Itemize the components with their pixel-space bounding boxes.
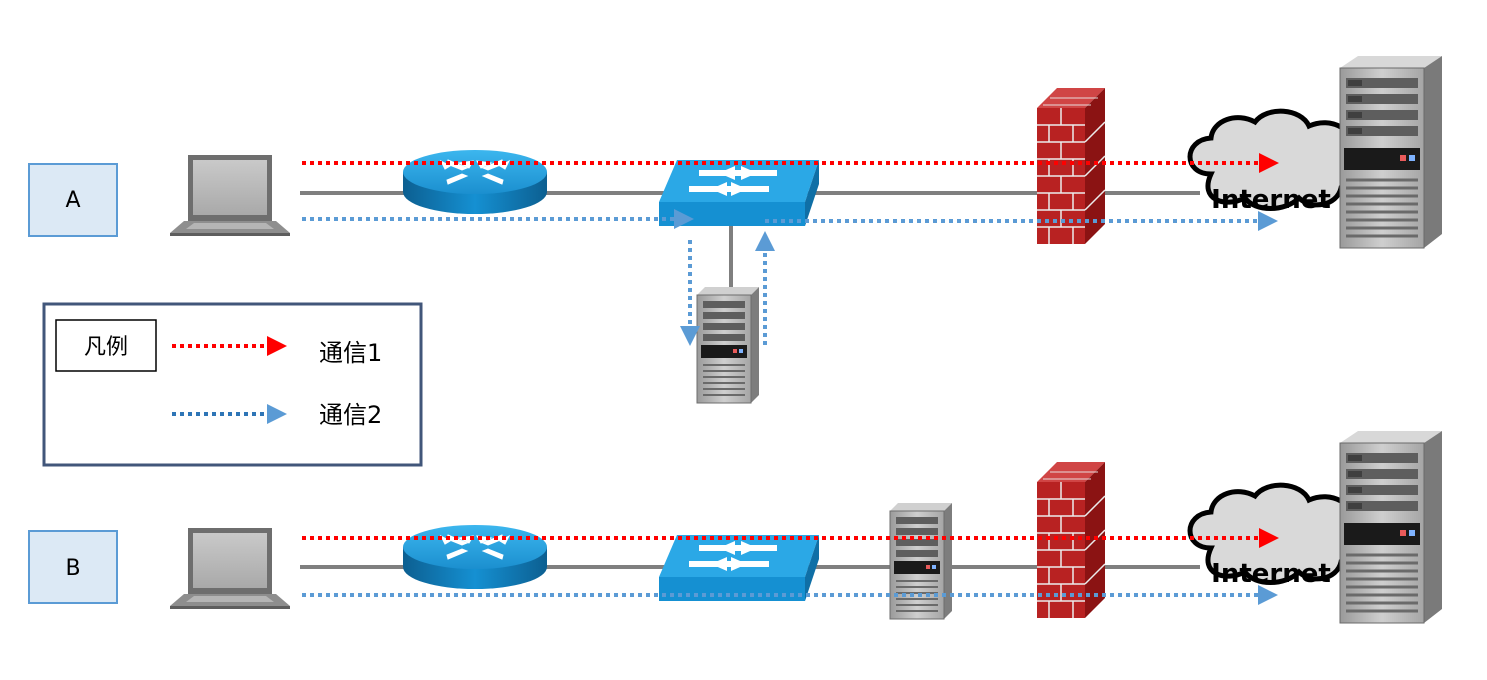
server-icon xyxy=(1338,429,1444,625)
legend-flow2-label: 通信2 xyxy=(319,401,382,429)
router-icon xyxy=(402,524,548,590)
legend-title-box xyxy=(55,319,157,372)
router-icon xyxy=(402,149,548,215)
server-icon xyxy=(889,502,953,620)
server-icon xyxy=(696,286,760,404)
legend-title: 凡例 xyxy=(84,335,128,360)
scenario-b-label: B xyxy=(65,556,80,581)
legend: 凡例 通信1 通信2 xyxy=(42,302,423,467)
server-icon xyxy=(1338,54,1444,250)
internet-label: Internet xyxy=(1211,185,1331,215)
laptop-icon xyxy=(170,528,290,609)
internet-label: Internet xyxy=(1211,559,1331,589)
legend-flow1-label: 通信1 xyxy=(319,339,382,367)
laptop-icon xyxy=(170,155,290,236)
scenario-a-label-box xyxy=(28,163,118,237)
scenario-a-label: A xyxy=(65,188,80,213)
scenario-a: A Internet xyxy=(28,54,1444,404)
scenario-b: B Internet xyxy=(28,429,1444,625)
switch-icon xyxy=(659,160,819,226)
switch-icon xyxy=(659,535,819,601)
scenario-b-label-box xyxy=(28,530,118,604)
